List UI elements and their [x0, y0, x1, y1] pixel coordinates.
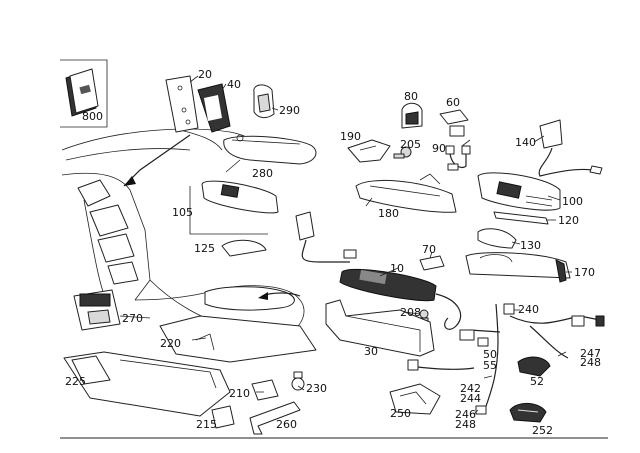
power-adapter	[295, 211, 357, 263]
label-252: 252	[532, 424, 553, 437]
label-290: 290	[279, 104, 300, 117]
label-240: 240	[518, 303, 539, 316]
label-248-bottom: 248	[455, 418, 476, 431]
cover-252	[509, 403, 547, 423]
label-205: 205	[400, 138, 421, 151]
strip-120	[493, 211, 549, 225]
label-280: 280	[252, 167, 273, 180]
label-52: 52	[530, 375, 544, 388]
strap-260	[249, 401, 301, 435]
label-40: 40	[227, 78, 241, 91]
label-220: 220	[160, 337, 181, 350]
label-230: 230	[306, 382, 327, 395]
label-208: 208	[400, 306, 421, 319]
label-105: 105	[172, 206, 193, 219]
label-244: 244	[460, 392, 481, 405]
arrow-to-dash	[123, 134, 191, 187]
clip-70	[419, 255, 445, 271]
connector-90	[445, 145, 471, 171]
screw-205	[393, 146, 412, 159]
cradle-base-280	[223, 134, 317, 165]
mobile-phone-105	[201, 180, 279, 214]
label-130: 130	[520, 239, 541, 252]
plate-60	[439, 109, 469, 137]
label-120: 120	[558, 214, 579, 227]
label-90: 90	[432, 142, 446, 155]
part-number-labels: 800 20 40 290 80 60 190 205 90 140 280 1…	[65, 68, 601, 437]
label-70: 70	[422, 243, 436, 256]
charger-140	[538, 119, 603, 177]
label-225: 225	[65, 375, 86, 388]
label-170: 170	[574, 266, 595, 279]
holder-190	[347, 139, 391, 163]
handset-10	[339, 268, 462, 330]
floor-tray-225	[63, 351, 231, 417]
label-180: 180	[378, 207, 399, 220]
switch-module-270	[73, 289, 121, 331]
label-20: 20	[198, 68, 212, 81]
cover-52	[517, 356, 551, 377]
desk-cradle-170	[465, 252, 571, 283]
connector-246	[475, 405, 487, 415]
wiring-harness-240	[407, 303, 605, 413]
label-60: 60	[446, 96, 460, 109]
tray-220	[159, 315, 317, 363]
cradle-180	[355, 173, 457, 213]
mobile-phone-100	[477, 172, 561, 211]
label-215: 215	[196, 418, 217, 431]
label-55: 55	[483, 359, 497, 372]
label-210: 210	[229, 387, 250, 400]
cover-290	[253, 84, 275, 119]
inset-box-800	[60, 59, 108, 128]
clip-80	[401, 102, 423, 129]
manual-booklet-icon	[65, 68, 99, 117]
label-260: 260	[276, 418, 297, 431]
pad-125	[221, 239, 267, 257]
bracket-210	[251, 379, 279, 401]
label-250: 250	[390, 407, 411, 420]
label-247: 247	[580, 347, 601, 360]
label-100: 100	[562, 195, 583, 208]
label-190: 190	[340, 130, 361, 143]
clip-215	[211, 405, 235, 429]
cradle-30	[325, 299, 435, 357]
label-248-right: 248	[580, 356, 601, 369]
label-140: 140	[515, 136, 536, 149]
label-246: 246	[455, 408, 476, 421]
car-interior-outline	[61, 128, 305, 336]
leader-lines	[119, 75, 572, 415]
adapter-130	[477, 228, 517, 249]
label-30: 30	[364, 345, 378, 358]
bracket-plate-20	[165, 75, 199, 133]
phone-holder-40	[197, 83, 231, 133]
label-800: 800	[82, 110, 103, 123]
label-10: 10	[390, 262, 404, 275]
label-125: 125	[194, 242, 215, 255]
label-242: 242	[460, 382, 481, 395]
label-50: 50	[483, 348, 497, 361]
group-105	[189, 186, 268, 235]
plug-250	[389, 383, 441, 415]
label-80: 80	[404, 90, 418, 103]
label-270: 270	[122, 312, 143, 325]
grommet-230	[291, 371, 305, 391]
